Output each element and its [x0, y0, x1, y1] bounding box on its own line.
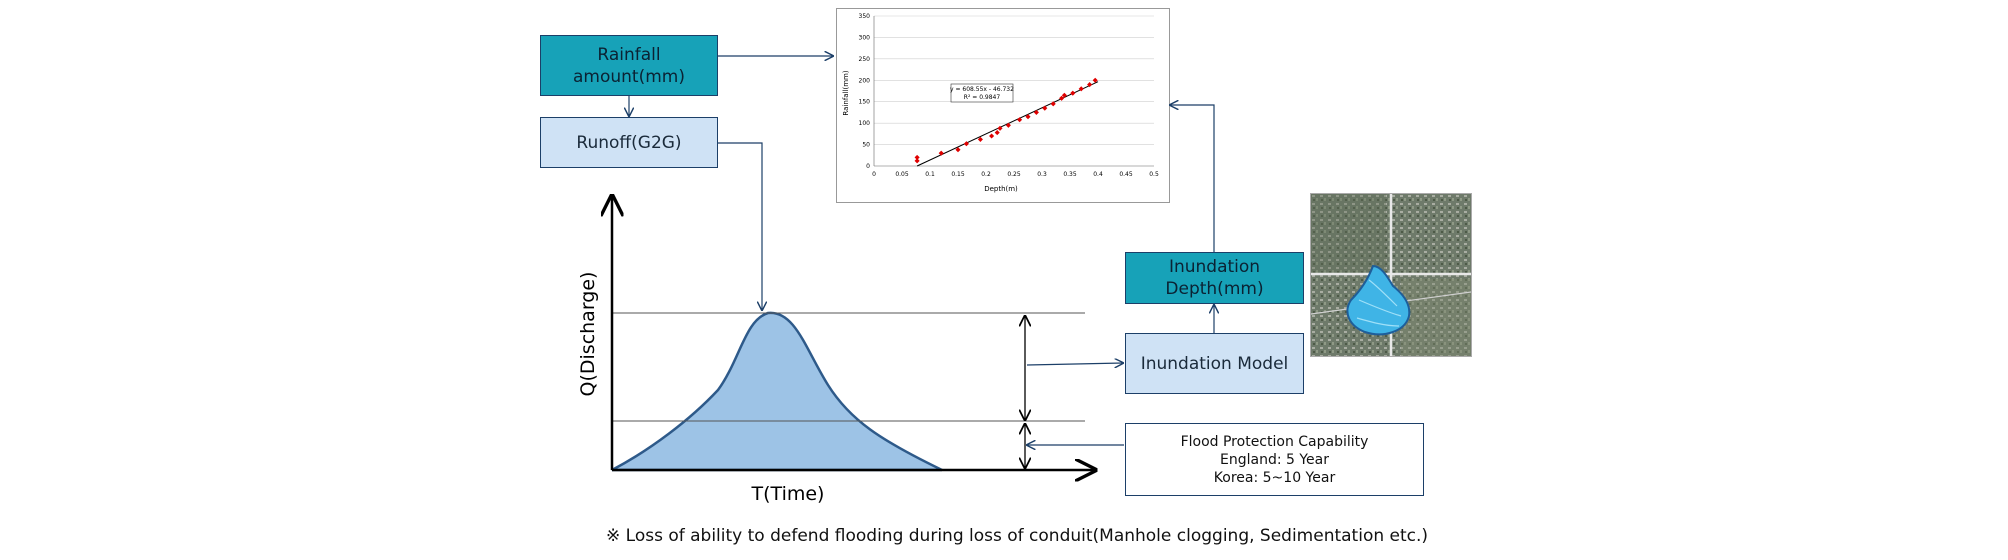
- y-tick-label: 200: [859, 77, 871, 84]
- y-tick-label: 350: [859, 13, 871, 20]
- data-point: [1070, 90, 1076, 96]
- data-point: [989, 133, 995, 139]
- y-tick-label: 250: [859, 56, 871, 63]
- chart-grid: [873, 15, 1154, 167]
- x-tick-label: 0.2: [981, 171, 991, 178]
- x-tick-label: 0.5: [1149, 171, 1159, 178]
- x-tick-label: 0.25: [1007, 171, 1021, 178]
- x-tick-label: 0.45: [1119, 171, 1133, 178]
- rainfall-depth-chart: 0 50 100 150 200 250 300 350 0 0.05 0.1 0.15 0.2 0.25…: [836, 8, 1170, 203]
- chart-x-label: Depth(m): [984, 185, 1018, 193]
- y-tick-label: 300: [859, 34, 871, 41]
- y-tick-label: 100: [859, 120, 871, 127]
- y-tick-label: 0: [866, 163, 870, 170]
- flood-protection-title: Flood Protection Capability: [1180, 433, 1369, 450]
- data-point: [1092, 77, 1098, 83]
- y-tick-label: 50: [862, 142, 870, 149]
- runoff-box: Runoff(G2G): [540, 117, 718, 168]
- x-axis-label: T(Time): [751, 483, 825, 505]
- equation-box: y = 608.55x - 46.732 R² = 0.9847: [950, 83, 1014, 103]
- x-tick-label: 0.4: [1093, 171, 1103, 178]
- rainfall-amount-box: Rainfall amount(mm): [540, 35, 718, 96]
- x-tick-label: 0.35: [1063, 171, 1077, 178]
- x-tick-label: 0.1: [925, 171, 935, 178]
- peak-to-model-arrow: [1026, 363, 1123, 365]
- flood-protection-box: Flood Protection Capability England: 5 Y…: [1125, 423, 1424, 496]
- x-tick-label: 0.15: [951, 171, 965, 178]
- y-axis-label: Q(Discharge): [577, 272, 599, 397]
- flood-protection-korea: Korea: 5~10 Year: [1213, 469, 1336, 486]
- y-tick-label: 150: [859, 99, 871, 106]
- chart-ticks: 0 50 100 150 200 250 300 350 0 0.05 0.1 0.15 0.2 0.25…: [859, 13, 1159, 178]
- data-point: [1078, 86, 1084, 92]
- hydrograph-curve: [611, 311, 943, 472]
- data-point: [1042, 105, 1048, 111]
- inundation-model-box: Inundation Model: [1125, 333, 1304, 394]
- rainfall-amount-label: Rainfall amount(mm): [573, 44, 685, 87]
- footnote: ※ Loss of ability to defend flooding dur…: [606, 526, 1429, 546]
- data-point: [1050, 101, 1056, 107]
- runoff-label: Runoff(G2G): [576, 132, 682, 153]
- inundation-depth-box: Inundation Depth(mm): [1125, 252, 1304, 304]
- x-tick-label: 0: [872, 171, 876, 178]
- chart-y-label: Rainfall(mm): [842, 70, 850, 115]
- flood-protection-england: England: 5 Year: [1220, 451, 1329, 468]
- chart-frame: [836, 8, 1170, 203]
- r-squared-label: R² = 0.9847: [964, 94, 1001, 101]
- depth-to-chart-arrow: [1170, 105, 1215, 252]
- x-tick-label: 0.05: [895, 171, 909, 178]
- inundation-depth-label: Inundation Depth(mm): [1165, 257, 1264, 299]
- equation-label: y = 608.55x - 46.732: [950, 86, 1014, 93]
- inundation-map-image: [1310, 193, 1472, 357]
- inundation-model-label: Inundation Model: [1140, 353, 1289, 374]
- runoff-to-peak-arrow: [718, 142, 762, 310]
- x-tick-label: 0.3: [1037, 171, 1047, 178]
